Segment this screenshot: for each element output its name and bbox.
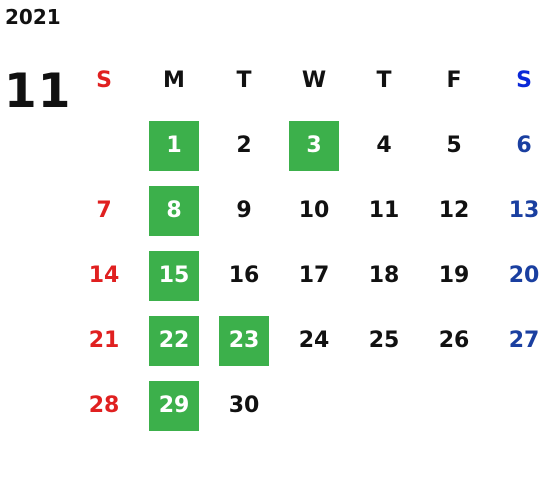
day-number: 22 (149, 315, 199, 366)
weekday-header-tuesday: T (236, 68, 252, 93)
day-cell[interactable]: 18 (349, 243, 419, 308)
day-cell[interactable]: 16 (209, 243, 279, 308)
day-number: 17 (298, 263, 330, 288)
day-number: 10 (298, 198, 330, 223)
day-number: 5 (446, 133, 462, 158)
day-cell[interactable]: 13 (489, 178, 548, 243)
weekday-header-monday: M (163, 68, 185, 93)
day-cell[interactable]: 11 (349, 178, 419, 243)
day-cell[interactable]: 28 (69, 373, 139, 438)
day-number: 16 (228, 263, 260, 288)
holiday-day-cell[interactable]: 23 (209, 308, 279, 373)
day-number (499, 381, 548, 431)
holiday-day-cell[interactable]: 15 (139, 243, 209, 308)
day-number (79, 121, 129, 171)
day-number (429, 381, 479, 431)
day-number: 30 (228, 393, 260, 418)
day-cell[interactable]: 14 (69, 243, 139, 308)
day-number (289, 381, 339, 431)
weekday-header-saturday: S (516, 68, 532, 93)
day-number: 15 (149, 250, 199, 301)
holiday-day-cell[interactable]: 3 (279, 113, 349, 178)
day-cell[interactable]: 26 (419, 308, 489, 373)
day-cell[interactable]: 2 (209, 113, 279, 178)
day-cell[interactable]: 24 (279, 308, 349, 373)
day-number: 19 (438, 263, 470, 288)
day-cell[interactable]: 21 (69, 308, 139, 373)
day-cell[interactable]: 19 (419, 243, 489, 308)
day-number: 23 (219, 315, 269, 366)
day-cell[interactable]: 5 (419, 113, 489, 178)
empty-day-cell (279, 373, 349, 438)
day-number: 8 (149, 185, 199, 236)
empty-day-cell (419, 373, 489, 438)
day-number: 2 (236, 133, 252, 158)
day-cell[interactable]: 30 (209, 373, 279, 438)
weekday-header-friday: F (446, 68, 462, 93)
day-number: 20 (508, 263, 540, 288)
day-cell[interactable]: 7 (69, 178, 139, 243)
day-cell[interactable]: 12 (419, 178, 489, 243)
day-number: 4 (376, 133, 392, 158)
day-number: 12 (438, 198, 470, 223)
day-number: 28 (88, 393, 120, 418)
day-cell[interactable]: 17 (279, 243, 349, 308)
holiday-day-cell[interactable]: 22 (139, 308, 209, 373)
empty-day-cell (69, 113, 139, 178)
day-cell[interactable]: 25 (349, 308, 419, 373)
day-number: 13 (508, 198, 540, 223)
day-cell[interactable]: 20 (489, 243, 548, 308)
day-number: 7 (96, 198, 112, 223)
day-number: 27 (508, 328, 540, 353)
year-label: 2021 (5, 5, 61, 29)
day-cell[interactable]: 27 (489, 308, 548, 373)
holiday-day-cell[interactable]: 1 (139, 113, 209, 178)
month-number: 11 (4, 64, 72, 119)
day-number: 29 (149, 380, 199, 431)
weekday-header-thursday: T (376, 68, 392, 93)
day-number: 1 (149, 120, 199, 171)
empty-day-cell (489, 373, 548, 438)
day-number: 26 (438, 328, 470, 353)
holiday-day-cell[interactable]: 8 (139, 178, 209, 243)
day-cell[interactable]: 4 (349, 113, 419, 178)
day-number: 3 (289, 120, 339, 171)
holiday-day-cell[interactable]: 29 (139, 373, 209, 438)
day-cell[interactable]: 10 (279, 178, 349, 243)
day-number: 25 (368, 328, 400, 353)
weekday-header-wednesday: W (301, 68, 327, 93)
day-cell[interactable]: 6 (489, 113, 548, 178)
day-number: 18 (368, 263, 400, 288)
day-number: 14 (88, 263, 120, 288)
day-number: 6 (516, 133, 532, 158)
day-number: 9 (236, 198, 252, 223)
day-cell[interactable]: 9 (209, 178, 279, 243)
weekday-header-sunday: S (96, 68, 112, 93)
day-number: 24 (298, 328, 330, 353)
day-number: 21 (88, 328, 120, 353)
day-number (359, 381, 409, 431)
day-number: 11 (368, 198, 400, 223)
empty-day-cell (349, 373, 419, 438)
